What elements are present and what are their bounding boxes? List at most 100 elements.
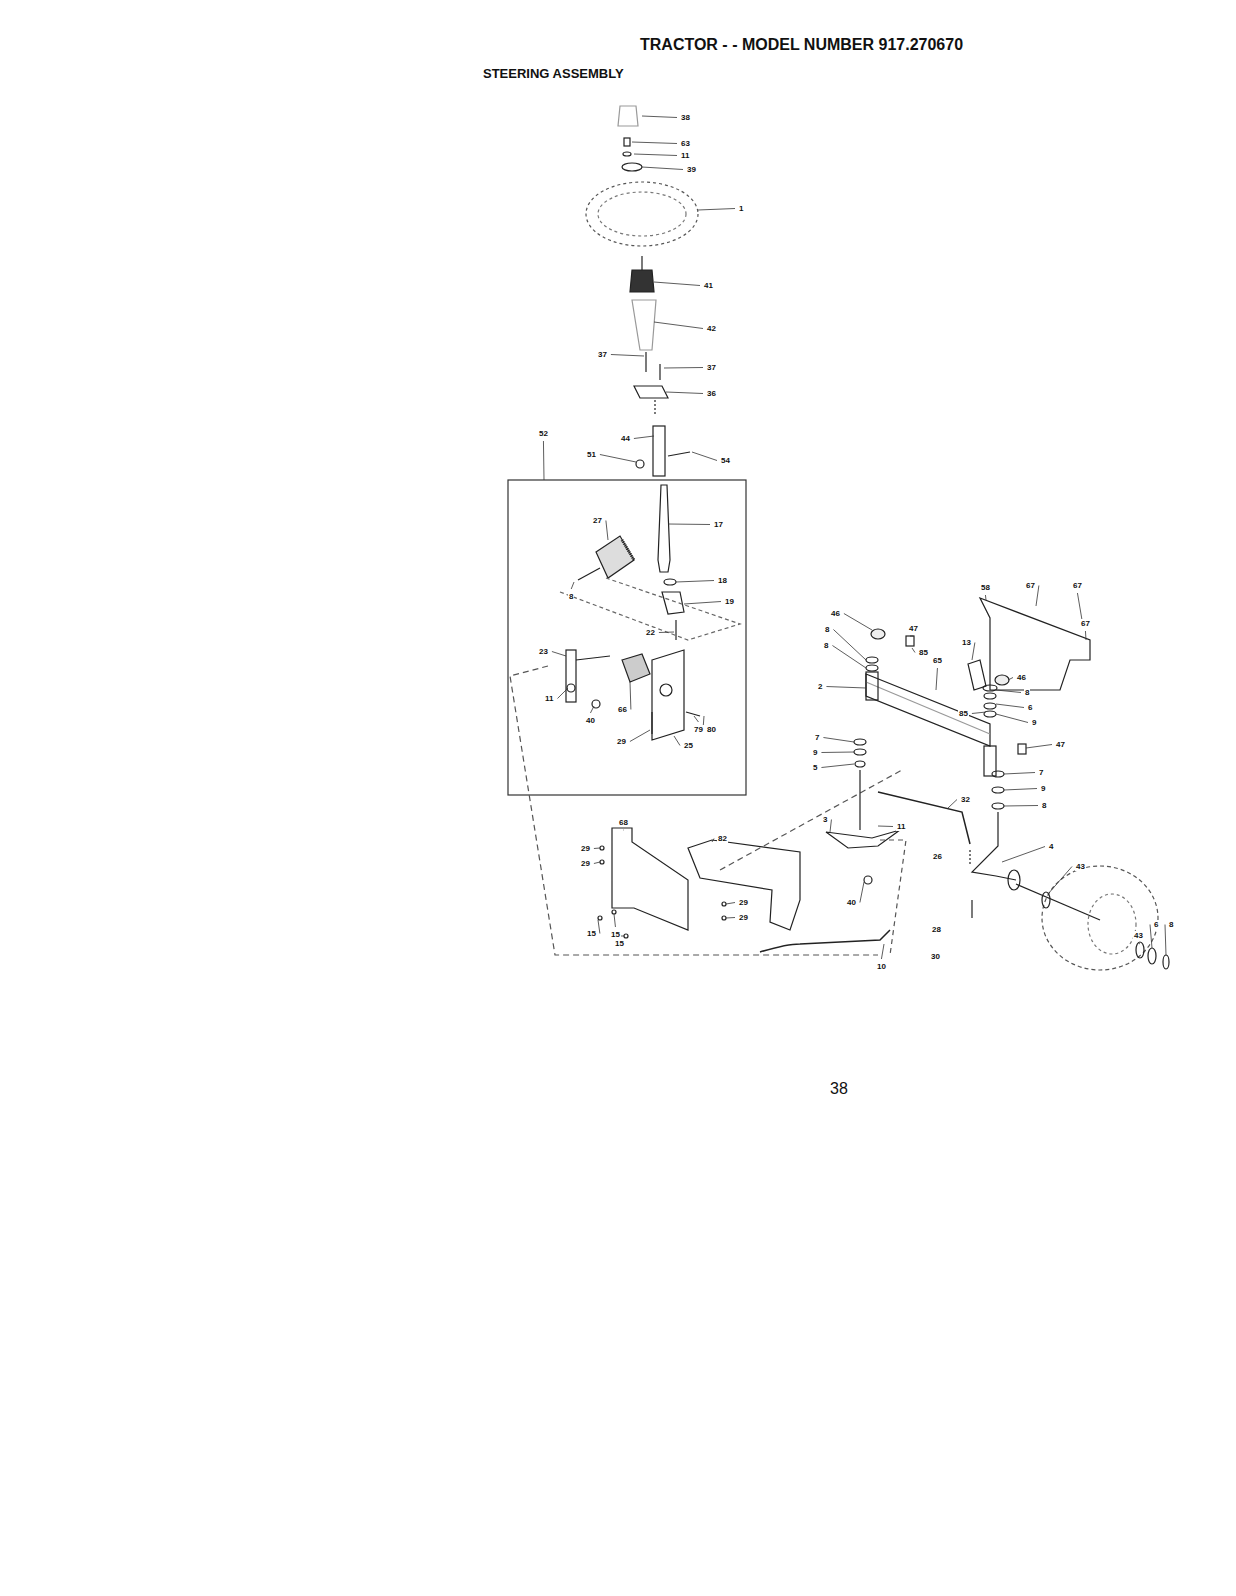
axle-plate <box>980 598 1090 690</box>
callout-number: 66 <box>617 705 628 714</box>
callout-number: 13 <box>961 638 972 647</box>
callout-number: 36 <box>706 389 717 398</box>
washer <box>623 152 631 156</box>
callout-number: 38 <box>680 113 691 122</box>
callout-number: 11 <box>896 822 906 831</box>
callout-number: 41 <box>703 281 714 290</box>
callout-number: 40 <box>846 898 857 907</box>
leader-line <box>692 452 717 461</box>
leader-line <box>630 730 650 742</box>
leader-line <box>996 690 1021 693</box>
tie-rod <box>878 792 970 844</box>
leader-line <box>1165 925 1166 956</box>
pinion <box>662 592 684 614</box>
callout-number: 19 <box>724 597 735 606</box>
leader-line <box>948 800 957 809</box>
leader-line <box>985 595 987 600</box>
callout-number: 29 <box>738 913 749 922</box>
callout-number: 1 <box>738 204 744 213</box>
callout-number: 6 <box>1027 703 1033 712</box>
leader-line <box>833 630 866 661</box>
callout-number: 11 <box>544 694 554 703</box>
leader-line <box>881 944 884 959</box>
callout-number: 43 <box>1133 931 1144 940</box>
callout-number: 51 <box>586 450 597 459</box>
leader-line <box>642 116 677 118</box>
leader-line <box>571 582 574 589</box>
leader-line <box>823 738 854 743</box>
nut <box>636 460 644 468</box>
column-cover <box>632 300 656 350</box>
steering-mount <box>652 650 684 740</box>
callout-number: 30 <box>930 952 941 961</box>
callout-number: 8 <box>568 592 574 601</box>
callout-number: 5 <box>812 763 818 772</box>
leader-line <box>1004 789 1037 791</box>
callout-number: 85 <box>918 648 929 657</box>
leader-line <box>860 882 864 903</box>
leader-line <box>694 716 698 722</box>
steering-cap <box>618 106 638 126</box>
leader-line <box>552 652 566 657</box>
leader-line <box>830 820 831 833</box>
callout-number: 8 <box>1041 801 1047 810</box>
callout-number: 18 <box>717 576 728 585</box>
callout-number: 29 <box>580 844 591 853</box>
callout-number: 67 <box>1025 581 1036 590</box>
callout-number: 44 <box>620 434 631 443</box>
callout-number: 65 <box>932 656 943 665</box>
leader-line <box>996 704 1024 708</box>
leader-line <box>614 914 615 927</box>
leader-line <box>654 322 703 329</box>
front-axle <box>866 674 990 746</box>
steering-spindle <box>826 830 900 848</box>
callout-number: 42 <box>706 324 717 333</box>
leader-line <box>634 436 654 439</box>
callout-number: 27 <box>592 516 603 525</box>
leader-line <box>634 154 677 156</box>
leader-line <box>1077 593 1082 620</box>
washer <box>622 163 642 171</box>
callout-number: 58 <box>980 583 991 592</box>
callout-number: 32 <box>960 795 971 804</box>
callout-number: 7 <box>1038 768 1044 777</box>
callout-number: 52 <box>538 429 549 438</box>
callout-number: 7 <box>814 733 820 742</box>
leader-line <box>832 646 866 669</box>
callout-number: 15 <box>614 939 625 948</box>
leader-line <box>659 632 674 634</box>
inset-frame <box>508 480 746 795</box>
leader-line <box>1026 745 1052 749</box>
leader-line <box>1002 847 1045 863</box>
leader-line <box>826 687 866 689</box>
callout-number: 4 <box>1048 842 1054 851</box>
leader-line <box>912 648 915 653</box>
callout-number: 2 <box>817 682 823 691</box>
callout-number: 17 <box>713 520 724 529</box>
bracket <box>634 386 668 398</box>
leader-line <box>726 903 735 905</box>
callout-number: 15 <box>586 929 597 938</box>
callout-number: 67 <box>1072 581 1083 590</box>
callout-number: 85 <box>958 709 969 718</box>
leader-line <box>590 706 594 713</box>
callout-number: 46 <box>1016 673 1027 682</box>
bushing <box>653 426 665 476</box>
leader-line <box>654 282 700 286</box>
callout-number: 37 <box>597 350 608 359</box>
leader-line <box>668 524 710 526</box>
page-number: 38 <box>830 1080 848 1098</box>
steering-wheel <box>598 192 686 236</box>
leader-line <box>611 355 644 357</box>
callout-number: 9 <box>812 748 818 757</box>
leader-line <box>1150 925 1152 949</box>
callout-number: 9 <box>1040 784 1046 793</box>
bracket <box>688 840 800 930</box>
section-heading: STEERING ASSEMBLY <box>483 66 624 81</box>
callout-number: 11 <box>680 151 690 160</box>
callout-number: 8 <box>1024 688 1030 697</box>
leader-line <box>821 752 854 754</box>
bushing <box>622 654 650 682</box>
callout-number: 79 <box>693 725 704 734</box>
